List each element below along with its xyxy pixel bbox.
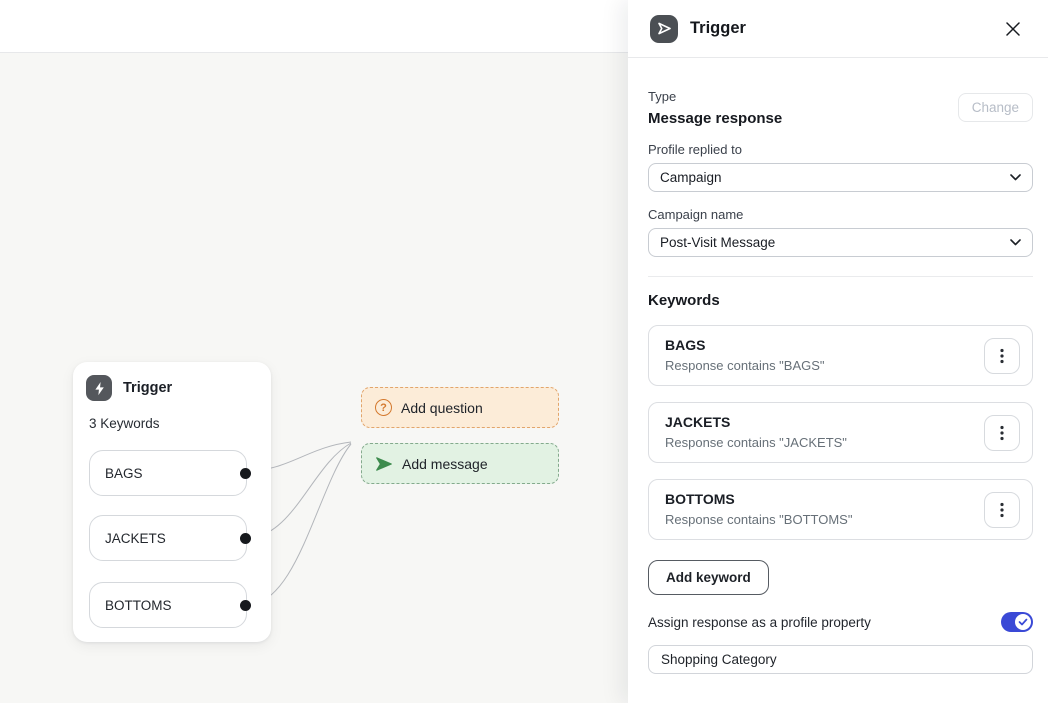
assign-property-row: Assign response as a profile property <box>648 612 1033 632</box>
keywords-heading: Keywords <box>648 292 720 309</box>
type-section: Type Message response Change <box>648 89 1033 127</box>
panel-header: Trigger <box>628 0 1048 58</box>
lightning-icon <box>86 375 112 401</box>
profile-replied-to-label: Profile replied to <box>648 142 742 157</box>
assign-property-toggle[interactable] <box>1001 612 1033 632</box>
add-question-label: Add question <box>401 399 483 416</box>
keyword-card-jackets: JACKETS Response contains "JACKETS" <box>648 402 1033 463</box>
add-message-label: Add message <box>402 455 488 472</box>
keyword-chip-jackets[interactable]: JACKETS <box>89 515 251 561</box>
chevron-down-icon <box>1010 174 1021 181</box>
type-label: Type <box>648 89 677 104</box>
flow-canvas[interactable]: Trigger 3 Keywords BAGS JACKETS BOTTOMS … <box>0 0 628 703</box>
connection-port[interactable] <box>240 533 251 544</box>
trigger-node[interactable]: Trigger 3 Keywords BAGS JACKETS BOTTOMS <box>73 362 271 642</box>
keyword-chip-label: BOTTOMS <box>105 597 172 613</box>
kebab-menu-icon[interactable] <box>984 492 1020 528</box>
keyword-condition: Response contains "BOTTOMS" <box>665 512 853 527</box>
keyword-name: JACKETS <box>665 414 731 430</box>
send-icon <box>375 455 393 473</box>
kebab-menu-icon[interactable] <box>984 338 1020 374</box>
keyword-chip-label: BAGS <box>105 465 143 481</box>
panel-body: Type Message response Change Profile rep… <box>628 89 1048 674</box>
profile-replied-to-select[interactable]: Campaign <box>648 163 1033 192</box>
keyword-name: BOTTOMS <box>665 491 735 507</box>
trigger-node-header: Trigger <box>73 362 271 401</box>
question-icon: ? <box>375 399 392 416</box>
keyword-name: BAGS <box>665 337 706 353</box>
property-name-input[interactable] <box>648 645 1033 674</box>
keyword-count: 3 Keywords <box>89 416 160 431</box>
keyword-card-bags: BAGS Response contains "BAGS" <box>648 325 1033 386</box>
assign-property-label: Assign response as a profile property <box>648 614 871 630</box>
type-value: Message response <box>648 110 783 127</box>
chevron-down-icon <box>1010 239 1021 246</box>
add-message-button[interactable]: Add message <box>361 443 559 484</box>
canvas-topbar <box>0 0 628 53</box>
divider <box>648 276 1033 277</box>
trigger-settings-panel: Trigger Type Message response Change Pro… <box>628 0 1048 703</box>
kebab-menu-icon[interactable] <box>984 415 1020 451</box>
keyword-chip-label: JACKETS <box>105 530 166 546</box>
add-question-button[interactable]: ? Add question <box>361 387 559 428</box>
connection-port[interactable] <box>240 600 251 611</box>
keyword-chip-bags[interactable]: BAGS <box>89 450 251 496</box>
send-icon <box>650 14 678 43</box>
trigger-node-title: Trigger <box>123 380 173 396</box>
campaign-name-select[interactable]: Post-Visit Message <box>648 228 1033 257</box>
connection-port[interactable] <box>240 468 251 479</box>
campaign-name-value: Post-Visit Message <box>660 235 776 250</box>
panel-title: Trigger <box>690 19 746 37</box>
keyword-condition: Response contains "BAGS" <box>665 358 825 373</box>
keyword-card-bottoms: BOTTOMS Response contains "BOTTOMS" <box>648 479 1033 540</box>
keyword-condition: Response contains "JACKETS" <box>665 435 847 450</box>
close-icon[interactable] <box>1000 16 1026 42</box>
profile-replied-to-value: Campaign <box>660 170 722 185</box>
keyword-chip-bottoms[interactable]: BOTTOMS <box>89 582 251 628</box>
add-keyword-button[interactable]: Add keyword <box>648 560 769 595</box>
change-button[interactable]: Change <box>957 93 1033 122</box>
campaign-name-label: Campaign name <box>648 207 744 222</box>
toggle-check-icon <box>1015 614 1031 630</box>
